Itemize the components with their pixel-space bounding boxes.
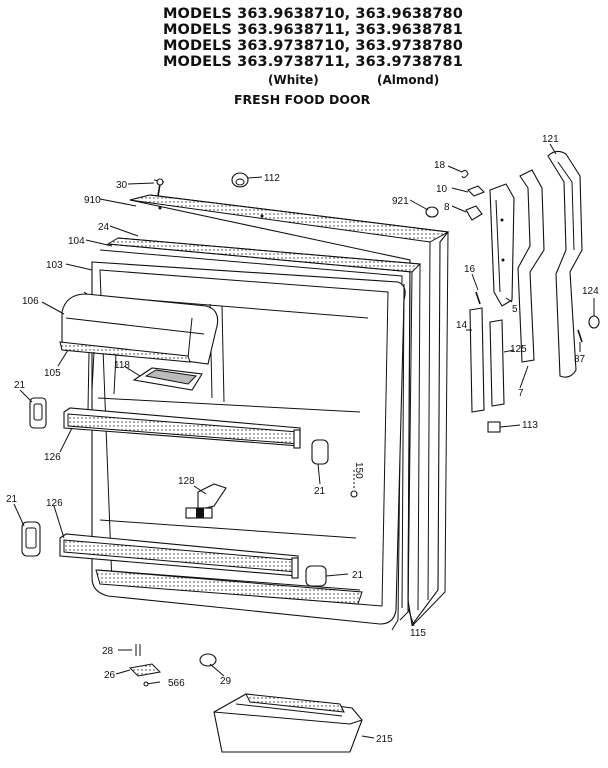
label-126-upper: 126 [44, 452, 61, 463]
label-921: 921 [392, 196, 409, 207]
label-26: 26 [104, 670, 116, 681]
plug-124 [588, 315, 600, 329]
label-103: 103 [46, 260, 63, 271]
knob-29 [199, 653, 217, 667]
plug-921 [425, 206, 439, 218]
label-7: 7 [518, 388, 524, 399]
part-number-labels: 30 112 910 24 104 103 106 105 118 21 126… [6, 134, 599, 745]
label-124: 124 [582, 286, 599, 297]
label-10: 10 [436, 184, 448, 195]
label-104: 104 [68, 236, 85, 247]
handle-121-back [517, 169, 545, 363]
label-30: 30 [116, 180, 128, 191]
label-21-right-lower: 21 [352, 570, 364, 581]
label-105: 105 [44, 368, 61, 379]
label-28: 28 [102, 646, 114, 657]
cap-8 [465, 205, 483, 221]
small-shelf [132, 367, 203, 391]
model-line-1: MODELS 363.9638710, 363.9638780 [163, 6, 463, 22]
pin-28 [135, 644, 141, 656]
plug-112 [231, 172, 249, 188]
variant-white-label: (White) [268, 73, 319, 87]
door-shelf-upper [63, 407, 301, 449]
label-87: 87 [574, 354, 586, 365]
hinge-pin-18 [461, 169, 469, 179]
label-16: 16 [464, 264, 476, 275]
label-14: 14 [456, 320, 468, 331]
handle-121-front [547, 150, 583, 378]
variant-almond-label: (Almond) [377, 73, 440, 87]
label-115: 115 [410, 628, 426, 639]
label-112: 112 [264, 173, 280, 184]
label-910: 910 [84, 195, 101, 206]
label-121: 121 [542, 134, 559, 145]
section-title: FRESH FOOD DOOR [234, 92, 371, 107]
label-118: 118 [114, 360, 130, 371]
model-line-2: MODELS 363.9638711, 363.9638781 [163, 22, 463, 38]
leader-lines [13, 143, 595, 739]
shelf-support-left-upper [29, 397, 47, 429]
screw-566 [143, 681, 161, 687]
label-29: 29 [220, 676, 232, 687]
label-106: 106 [22, 296, 39, 307]
screw-16 [475, 291, 481, 305]
label-566: 566 [168, 678, 185, 689]
label-21-right-upper: 21 [314, 486, 326, 497]
door-shelf-lower [59, 533, 299, 579]
label-18: 18 [434, 160, 446, 171]
strip-14 [469, 307, 485, 413]
model-line-3: MODELS 363.9738710, 363.9738780 [163, 38, 463, 54]
door-seal [401, 281, 411, 611]
label-21-left-lower: 21 [6, 494, 18, 505]
screw-150 [350, 470, 358, 498]
label-24: 24 [98, 222, 110, 233]
shelf-support-right-upper [311, 439, 329, 465]
label-113: 113 [522, 420, 538, 431]
screw-87 [577, 329, 583, 343]
cover-125 [489, 319, 505, 407]
door-gasket [99, 237, 422, 631]
shelf-support-right-lower [305, 565, 327, 587]
label-215: 215 [376, 734, 393, 745]
label-150: 150 [353, 462, 364, 479]
shelf-support-left-lower [21, 521, 41, 557]
plate-26 [128, 663, 162, 677]
bottle-bin-215 [213, 693, 363, 753]
cap-113 [487, 421, 501, 433]
bushing-10 [467, 185, 485, 197]
label-21-left-upper: 21 [14, 380, 26, 391]
label-125: 125 [510, 344, 527, 355]
label-126-lower: 126 [46, 498, 63, 509]
label-128: 128 [178, 476, 195, 487]
dairy-compartment [59, 293, 219, 395]
label-8: 8 [444, 202, 450, 213]
bracket-128 [185, 483, 227, 519]
label-5: 5 [512, 304, 518, 315]
screw-30 [153, 178, 165, 197]
model-line-4: MODELS 363.9738711, 363.9738781 [163, 54, 463, 70]
hinge-bracket-5 [489, 183, 515, 307]
